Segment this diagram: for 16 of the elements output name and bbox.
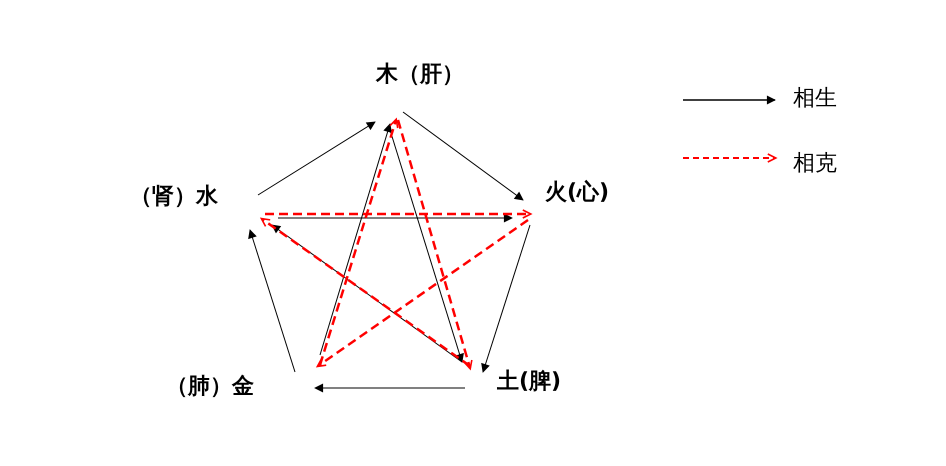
element-label: （肺）金 bbox=[166, 374, 254, 400]
arrow bbox=[258, 122, 376, 196]
element-label: 土(脾) bbox=[497, 369, 562, 396]
element-label: 火(心) bbox=[545, 180, 610, 206]
arrow bbox=[396, 120, 473, 370]
element-label: （肾）水 bbox=[130, 184, 218, 210]
arrow bbox=[265, 209, 532, 219]
arrow bbox=[248, 229, 296, 372]
legend-label: 相克 bbox=[793, 151, 837, 178]
arrow bbox=[278, 214, 513, 222]
arrow bbox=[316, 218, 529, 368]
element-label: 木（肝） bbox=[376, 62, 464, 88]
arrow bbox=[481, 224, 530, 373]
legend-label: 相生 bbox=[793, 86, 837, 112]
arrow bbox=[402, 112, 524, 201]
arrow bbox=[314, 384, 466, 392]
